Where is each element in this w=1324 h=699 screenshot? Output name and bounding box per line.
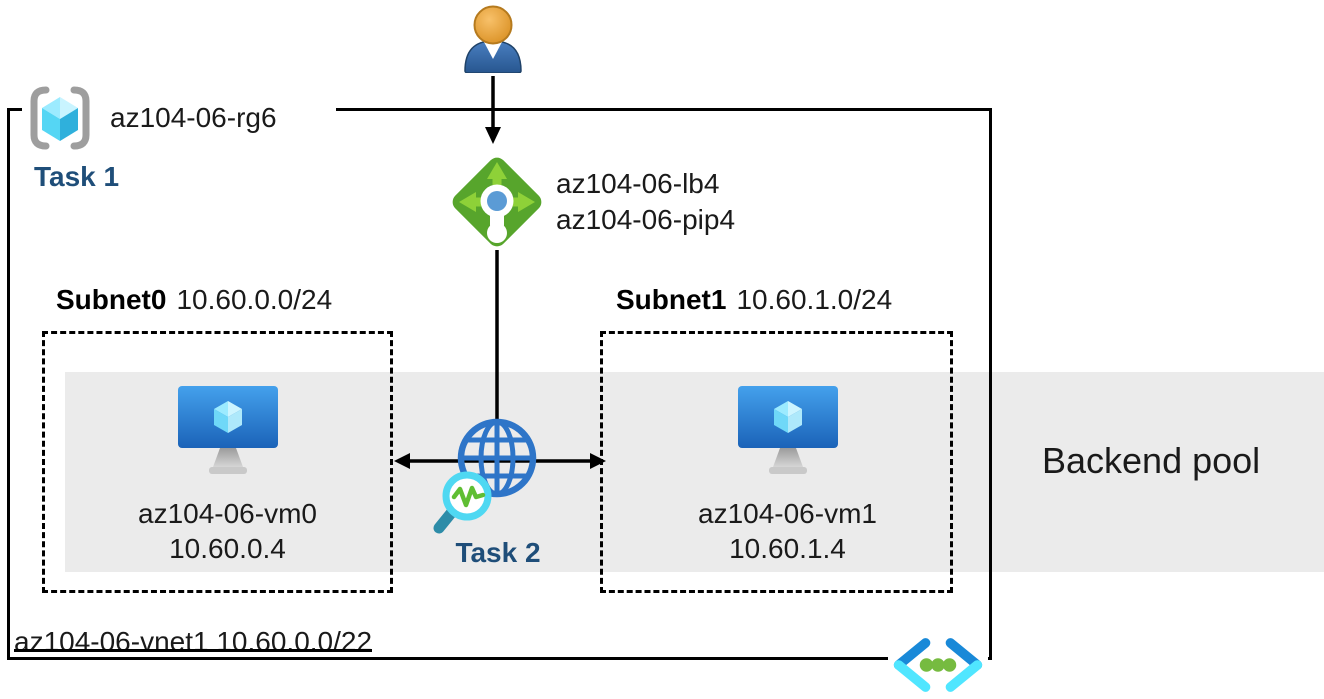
backend-pool-label: Backend pool <box>1042 440 1261 481</box>
vnet-boundary-box <box>7 108 992 660</box>
vnet-cidr: 10.60.0.0/22 <box>216 626 373 657</box>
vm0-caption: az104-06-vm0 10.60.0.4 <box>50 496 405 566</box>
vm-icon <box>738 386 838 474</box>
subnet1-cidr: 10.60.1.0/24 <box>736 284 893 315</box>
vnet-label: az104-06-vnet1 10.60.0.0/22 <box>14 626 373 658</box>
resource-group-header: az104-06-rg6 <box>22 84 336 152</box>
load-balancer-icon <box>452 157 542 247</box>
vnet-label-strike-line <box>14 649 373 652</box>
vm1-ip: 10.60.1.4 <box>729 533 846 564</box>
task1-label: Task 1 <box>34 161 120 192</box>
vnet-icon-panel <box>888 634 988 696</box>
vm1-name: az104-06-vm1 <box>698 498 877 529</box>
vm-icon <box>178 386 278 474</box>
load-balancer-name: az104-06-lb4 <box>556 168 720 199</box>
vm1-caption: az104-06-vm1 10.60.1.4 <box>610 496 965 566</box>
pulse-line <box>451 485 486 508</box>
subnet1-label: Subnet1 10.60.1.0/24 <box>616 284 892 316</box>
subnet0-name: Subnet0 <box>56 284 167 315</box>
globe-monitor-icon <box>433 418 537 534</box>
vm0-ip: 10.60.0.4 <box>169 533 286 564</box>
vm0-name: az104-06-vm0 <box>138 498 317 529</box>
subnet0-box <box>42 331 393 593</box>
subnet1-name: Subnet1 <box>616 284 727 315</box>
subnet0-cidr: 10.60.0.0/24 <box>176 284 333 315</box>
user-icon <box>464 5 522 73</box>
magnifier-handle <box>433 506 458 534</box>
resource-group-icon <box>30 86 90 150</box>
subnet0-label: Subnet0 10.60.0.0/24 <box>56 284 332 316</box>
task2-label: Task 2 <box>455 537 541 568</box>
public-ip-name: az104-06-pip4 <box>556 204 736 235</box>
load-balancer-labels: az104-06-lb4 az104-06-pip4 <box>556 166 735 238</box>
vnet-name: az104-06-vnet1 <box>14 626 209 657</box>
resource-group-label: az104-06-rg6 <box>110 102 277 133</box>
vnet-icon <box>893 638 983 692</box>
